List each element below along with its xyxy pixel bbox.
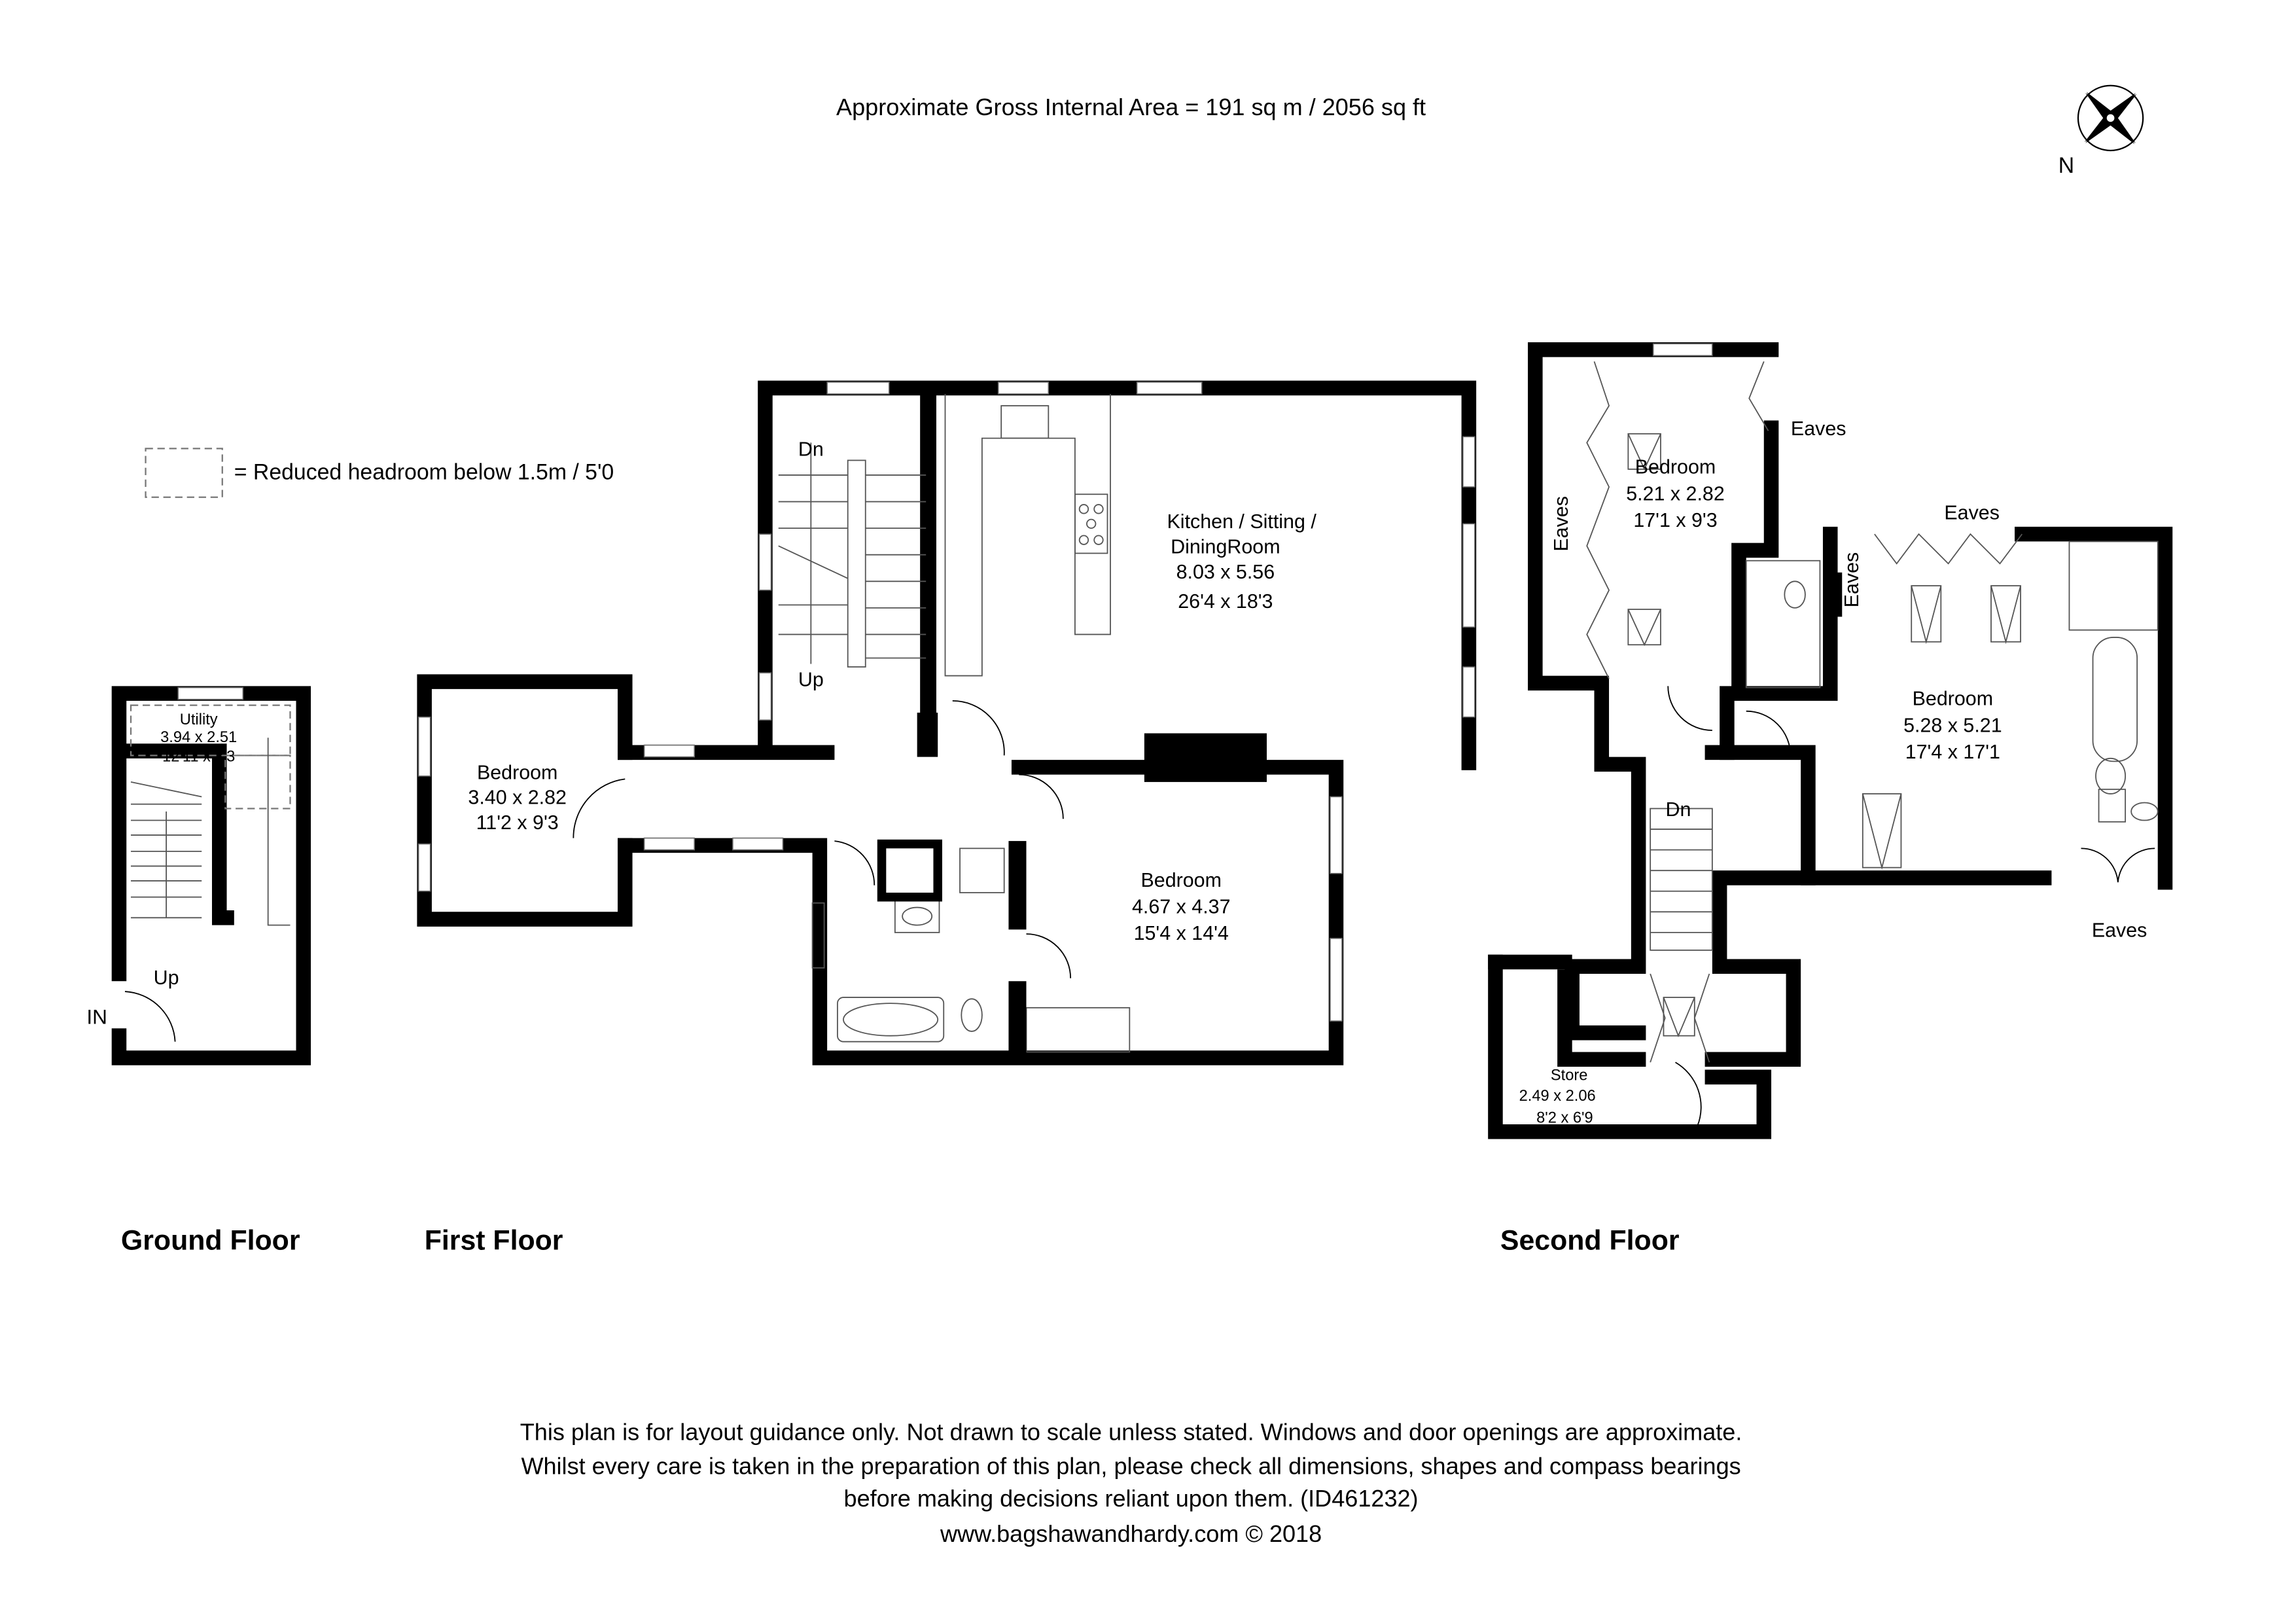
first-bedroom1-metric: 3.40 x 2.82 xyxy=(468,787,567,809)
store-metric: 2.49 x 2.06 xyxy=(1519,1088,1596,1105)
disclaimer-line-3: before making decisions reliant upon the… xyxy=(844,1485,1419,1512)
first-bedroom1-imperial: 11'2 x 9'3 xyxy=(476,812,559,834)
entrance-label: IN xyxy=(86,1005,107,1029)
stairs-down-label: Dn xyxy=(1666,798,1691,821)
eaves-label: Eaves xyxy=(1550,496,1572,552)
second-bedroom2-imperial: 17'4 x 17'1 xyxy=(1905,741,2000,763)
eaves-label: Eaves xyxy=(2092,919,2147,942)
second-floor-title: Second Floor xyxy=(1500,1225,1680,1257)
first-bedroom2-metric: 4.67 x 4.37 xyxy=(1132,896,1231,918)
eaves-label: Eaves xyxy=(1791,418,1846,440)
compass-north-label: N xyxy=(2058,153,2074,178)
utility-label: Utility xyxy=(180,711,218,728)
reduced-headroom-legend-box xyxy=(145,448,223,498)
first-bedroom2-label: Bedroom xyxy=(1141,869,1222,891)
kitchen-label-line2: DiningRoom xyxy=(1171,535,1280,558)
utility-dimensions-metric: 3.94 x 2.51 xyxy=(160,729,237,746)
kitchen-label-line1: Kitchen / Sitting / xyxy=(1167,510,1317,533)
disclaimer-line-1: This plan is for layout guidance only. N… xyxy=(520,1418,1742,1445)
kitchen-metric: 8.03 x 5.56 xyxy=(1176,561,1275,583)
second-floor-plan: Bedroom 5.21 x 2.82 17'1 x 9'3 Bedroom 5… xyxy=(1488,342,2173,1257)
eaves-label: Eaves xyxy=(1841,552,1863,608)
compass-rose-icon xyxy=(2077,84,2144,152)
ground-floor-plan: Utility 3.94 x 2.51 12'11 x 8'3 Up IN Gr… xyxy=(86,686,311,1257)
stairs-down-label: Dn xyxy=(798,438,824,461)
second-bedroom1-label: Bedroom xyxy=(1635,456,1716,478)
second-bedroom2-metric: 5.28 x 5.21 xyxy=(1903,714,2002,736)
first-floor-title: First Floor xyxy=(425,1225,563,1257)
second-bedroom2-label: Bedroom xyxy=(1913,688,1993,710)
store-imperial: 8'2 x 6'9 xyxy=(1536,1110,1593,1127)
website-copyright: www.bagshawandhardy.com © 2018 xyxy=(940,1520,1322,1547)
ground-floor-title: Ground Floor xyxy=(121,1225,300,1257)
gross-area-title: Approximate Gross Internal Area = 191 sq… xyxy=(836,94,1426,120)
stairs-up-label: Up xyxy=(798,668,824,690)
stairs-up-label: Up xyxy=(154,967,179,989)
first-bedroom2-imperial: 15'4 x 14'4 xyxy=(1134,922,1229,944)
second-bedroom1-imperial: 17'1 x 9'3 xyxy=(1633,509,1717,531)
kitchen-imperial: 26'4 x 18'3 xyxy=(1178,590,1273,613)
first-bedroom1-label: Bedroom xyxy=(477,761,557,783)
store-label: Store xyxy=(1551,1067,1588,1084)
utility-dimensions-imperial: 12'11 x 8'3 xyxy=(162,748,235,765)
disclaimer-line-2: Whilst every care is taken in the prepar… xyxy=(521,1452,1740,1479)
second-bedroom1-metric: 5.21 x 2.82 xyxy=(1626,482,1725,505)
eaves-label: Eaves xyxy=(1944,502,2000,524)
first-floor-plan: Bedroom 3.40 x 2.82 11'2 x 9'3 Kitchen /… xyxy=(417,380,1477,1257)
legend-text: = Reduced headroom below 1.5m / 5'0 xyxy=(234,460,614,485)
